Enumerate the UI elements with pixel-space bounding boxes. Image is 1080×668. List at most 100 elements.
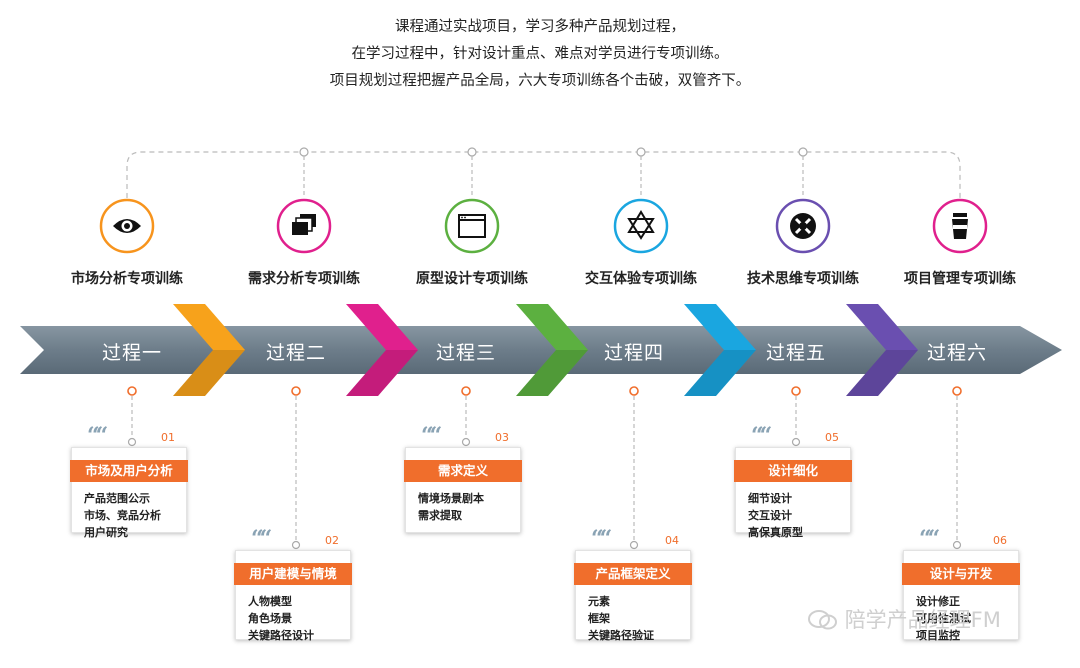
training-label: 项目管理专项训练 [904, 271, 1016, 287]
step-number: 02 [325, 534, 339, 547]
bug-face-icon [775, 198, 831, 254]
quote-mark: ““ [751, 423, 772, 449]
connector-node [127, 386, 137, 396]
connector-node [461, 437, 471, 447]
step-card-item: 需求提取 [418, 509, 462, 522]
step-card-title: 用户建模与情境 [234, 563, 352, 585]
star-of-david-icon [613, 198, 669, 254]
process-chevron-shade [173, 350, 245, 396]
step-number: 04 [665, 534, 679, 547]
step-card-items: 元素框架关键路径验证 [588, 593, 654, 644]
quote-mark: ““ [87, 423, 108, 449]
step-card-item: 角色场景 [248, 612, 292, 625]
step-card-item: 用户研究 [84, 526, 128, 539]
bracket-node [636, 147, 646, 157]
cup-icon [932, 198, 988, 254]
watermark-logo-icon [808, 609, 838, 631]
watermark: 陪学产品经理FM [808, 604, 1001, 634]
connector-node [952, 386, 962, 396]
intro-line-3: 项目规划过程把握产品全局，六大专项训练各个击破，双管齐下。 [329, 73, 751, 89]
training-label: 需求分析专项训练 [248, 271, 360, 287]
step-card-item: 细节设计 [748, 492, 792, 505]
step-card-item: 可用性测试 [916, 612, 971, 625]
process-chevron [173, 304, 245, 396]
step-card-items: 细节设计交互设计高保真原型 [748, 490, 803, 541]
step-card-title: 设计细化 [734, 460, 852, 482]
step-card-title: 产品框架定义 [574, 563, 692, 585]
step-card-items: 产品范围公示市场、竞品分析用户研究 [84, 490, 161, 541]
step-card-item: 元素 [588, 595, 610, 608]
process-chevron [516, 304, 588, 396]
step-card: 用户建模与情境人物模型角色场景关键路径设计 [234, 550, 352, 642]
process-label: 过程五 [765, 342, 826, 364]
step-card-item: 项目监控 [916, 629, 960, 642]
step-card-title: 设计与开发 [902, 563, 1020, 585]
step-card-title: 需求定义 [404, 460, 522, 482]
step-card-item: 高保真原型 [748, 526, 803, 539]
step-card-title: 市场及用户分析 [70, 460, 188, 482]
step-card-items: 情境场景剧本需求提取 [418, 490, 484, 524]
step-card-item: 市场、竞品分析 [84, 509, 161, 522]
step-number: 06 [993, 534, 1007, 547]
stacked-windows-icon [276, 198, 332, 254]
process-label: 过程三 [435, 342, 496, 364]
intro-line-2: 在学习过程中，针对设计重点、难点对学员进行专项训练。 [351, 46, 729, 62]
step-card: 市场及用户分析产品范围公示市场、竞品分析用户研究 [70, 447, 188, 539]
step-card-items: 人物模型角色场景关键路径设计 [248, 593, 314, 644]
connector-node [291, 540, 301, 550]
step-number: 03 [495, 431, 509, 444]
connector-node [791, 437, 801, 447]
step-card-item: 关键路径设计 [248, 629, 314, 642]
connector-node [629, 386, 639, 396]
process-chevron-shade [346, 350, 418, 396]
training-label: 技术思维专项训练 [747, 271, 859, 287]
connector-node [952, 540, 962, 550]
process-label: 过程四 [603, 342, 664, 364]
process-band [20, 326, 1062, 374]
process-chevron-shade [846, 350, 918, 396]
step-card-item: 设计修正 [916, 595, 960, 608]
quote-mark: ““ [591, 526, 612, 552]
watermark-text: 陪学产品经理FM [844, 608, 1001, 632]
step-card-item: 情境场景剧本 [418, 492, 484, 505]
step-card: 产品框架定义元素框架关键路径验证 [574, 550, 692, 642]
step-card-item: 人物模型 [248, 595, 292, 608]
connector-node [461, 386, 471, 396]
step-card: 需求定义情境场景剧本需求提取 [404, 447, 522, 533]
connector-node [629, 540, 639, 550]
quote-mark: ““ [919, 526, 940, 552]
process-chevron [684, 304, 756, 396]
process-chevron-shade [684, 350, 756, 396]
process-label: 过程二 [265, 342, 326, 364]
quote-mark: ““ [421, 423, 442, 449]
step-card-item: 关键路径验证 [588, 629, 654, 642]
training-label: 交互体验专项训练 [585, 271, 697, 287]
bracket-node [299, 147, 309, 157]
training-label: 市场分析专项训练 [71, 271, 183, 287]
connector-node [291, 386, 301, 396]
training-label: 原型设计专项训练 [416, 271, 528, 287]
quote-mark: ““ [251, 526, 272, 552]
bracket-node [798, 147, 808, 157]
step-card: 设计与开发设计修正可用性测试项目监控 [902, 550, 1020, 642]
step-card: 设计细化细节设计交互设计高保真原型 [734, 447, 852, 539]
connector-node [791, 386, 801, 396]
step-card-items: 设计修正可用性测试项目监控 [916, 593, 971, 644]
step-card-item: 产品范围公示 [84, 492, 150, 505]
process-chevron [346, 304, 418, 396]
step-card-item: 交互设计 [748, 509, 792, 522]
process-label: 过程六 [926, 342, 987, 364]
step-number: 01 [161, 431, 175, 444]
step-number: 05 [825, 431, 839, 444]
intro-text: 课程通过实战项目，学习多种产品规划过程， 在学习过程中，针对设计重点、难点对学员… [0, 14, 1080, 95]
process-label: 过程一 [101, 342, 162, 364]
intro-line-1: 课程通过实战项目，学习多种产品规划过程， [395, 19, 685, 35]
top-bracket-line [126, 151, 961, 198]
bracket-node [467, 147, 477, 157]
step-card-item: 框架 [588, 612, 610, 625]
process-chevron [846, 304, 918, 396]
browser-window-icon [444, 198, 500, 254]
connector-node [127, 437, 137, 447]
process-chevron-shade [516, 350, 588, 396]
